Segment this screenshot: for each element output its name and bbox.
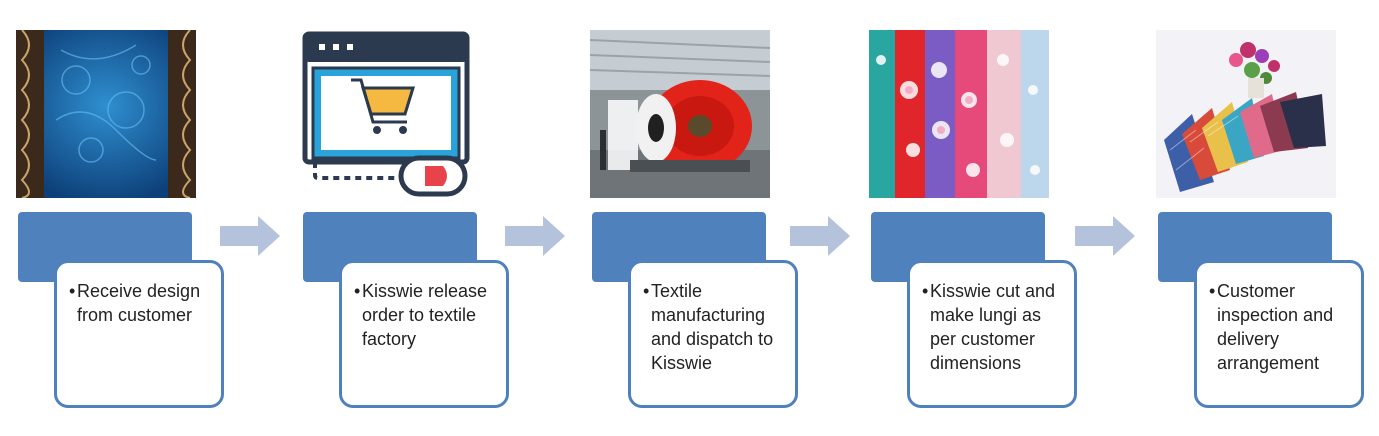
blue-pattern-fabric-image: [16, 30, 196, 198]
step-5: • Customer inspection and delivery arran…: [1156, 0, 1379, 436]
step-description-box: • Textile manufacturing and dispatch to …: [628, 260, 798, 408]
folded-lungis-bouquet-image: [1156, 30, 1336, 198]
arrow-right-icon: [220, 216, 280, 256]
step-1: • Receive design from customer: [16, 0, 256, 436]
bullet: •: [643, 281, 650, 301]
step-description-box: • Receive design from customer: [54, 260, 224, 408]
bullet: •: [354, 281, 361, 301]
arrow-right-icon: [1075, 216, 1135, 256]
step-4: • Kisswie cut and make lungi as per cust…: [869, 0, 1109, 436]
step-description: • Kisswie release order to textile facto…: [354, 279, 496, 351]
step-description: • Textile manufacturing and dispatch to …: [643, 279, 785, 375]
arrow-right-icon: [790, 216, 850, 256]
step-text: Receive design from customer: [77, 281, 201, 325]
bullet: •: [69, 281, 76, 301]
shopping-cart-browser-icon: [301, 30, 481, 198]
step-3: • Textile manufacturing and dispatch to …: [590, 0, 830, 436]
step-description: • Receive design from customer: [69, 279, 211, 327]
step-description: • Customer inspection and delivery arran…: [1209, 279, 1351, 375]
step-text: Kisswie release order to textile factory: [362, 281, 488, 349]
bullet: •: [922, 281, 929, 301]
step-description-box: • Kisswie cut and make lungi as per cust…: [907, 260, 1077, 408]
step-description-box: • Customer inspection and delivery arran…: [1194, 260, 1364, 408]
bullet: •: [1209, 281, 1216, 301]
floral-fabric-rolls-image: [869, 30, 1049, 198]
arrow-right-icon: [505, 216, 565, 256]
step-2: • Kisswie release order to textile facto…: [301, 0, 541, 436]
step-text: Customer inspection and delivery arrange…: [1217, 281, 1334, 373]
step-description: • Kisswie cut and make lungi as per cust…: [922, 279, 1064, 375]
textile-rolls-factory-image: [590, 30, 770, 198]
step-text: Kisswie cut and make lungi as per custom…: [930, 281, 1056, 373]
step-description-box: • Kisswie release order to textile facto…: [339, 260, 509, 408]
step-text: Textile manufacturing and dispatch to Ki…: [651, 281, 774, 373]
